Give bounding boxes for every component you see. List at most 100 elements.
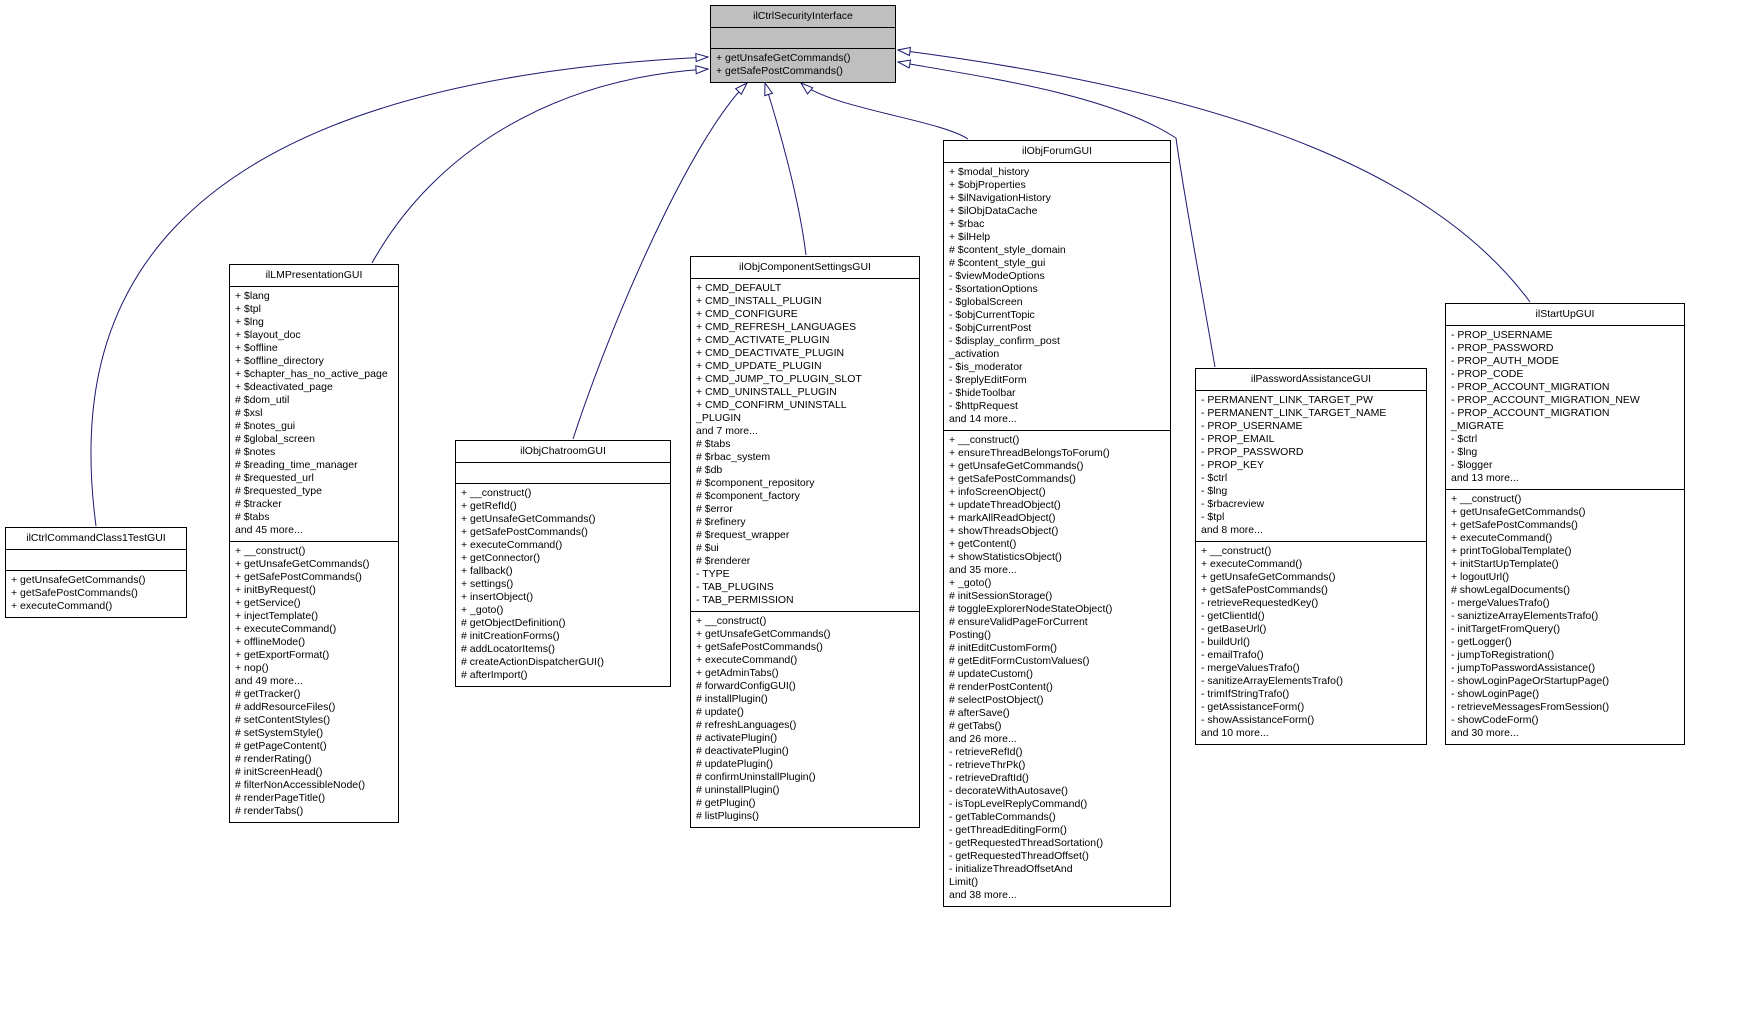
member-line: + CMD_UNINSTALL_PLUGIN <box>696 386 837 398</box>
member-line: # renderPageTitle() <box>235 792 326 804</box>
member-line: - $sortationOptions <box>949 283 1038 295</box>
member-line: + getUnsafeGetCommands() <box>716 52 851 64</box>
member-line: + markAllReadObject() <box>949 512 1056 524</box>
class-box-ilobjforumgui[interactable]: ilObjForumGUI + $modal_history+ $objProp… <box>943 140 1171 907</box>
member-line: - $rbacreview <box>1201 498 1265 510</box>
member-line: # $request_wrapper <box>696 529 790 541</box>
member-line: # activatePlugin() <box>696 732 778 744</box>
member-line: - trimIfStringTrafo() <box>1201 688 1290 700</box>
member-line: # $component_factory <box>696 490 800 502</box>
class-box-illmpresentationgui[interactable]: ilLMPresentationGUI + $lang+ $tpl+ $lng+… <box>229 264 399 823</box>
member-line: + CMD_JUMP_TO_PLUGIN_SLOT <box>696 373 862 385</box>
member-line: + $objProperties <box>949 179 1026 191</box>
member-line: # $content_style_gui <box>949 257 1046 269</box>
member-line: # $rbac_system <box>696 451 771 463</box>
class-methods: + __construct()+ executeCommand()+ getUn… <box>1196 542 1426 744</box>
class-title: ilObjChatroomGUI <box>456 441 670 463</box>
member-line: + CMD_ACTIVATE_PLUGIN <box>696 334 830 346</box>
member-line: - getRequestedThreadSortation() <box>949 837 1104 849</box>
member-line: + printToGlobalTemplate() <box>1451 545 1572 557</box>
member-line: + getSafePostCommands() <box>235 571 362 583</box>
class-title: ilCtrlSecurityInterface <box>711 6 895 28</box>
member-line: + getExportFormat() <box>235 649 330 661</box>
member-line: + __construct() <box>696 615 767 627</box>
member-line: # initScreenHead() <box>235 766 323 778</box>
member-line: + getContent() <box>949 538 1017 550</box>
member-line: + __construct() <box>1201 545 1272 557</box>
member-line: - $logger <box>1451 459 1493 471</box>
member-line: - $viewModeOptions <box>949 270 1045 282</box>
member-line: + getSafePostCommands() <box>716 65 843 77</box>
member-line: + $lang <box>235 290 270 302</box>
member-line: - getLogger() <box>1451 636 1512 648</box>
member-line: - PROP_ACCOUNT_MIGRATION <box>1451 407 1610 419</box>
class-methods: + getUnsafeGetCommands()+ getSafePostCom… <box>711 49 895 82</box>
member-line: + __construct() <box>1451 493 1522 505</box>
class-box-ilpasswordassistancegui[interactable]: ilPasswordAssistanceGUI - PERMANENT_LINK… <box>1195 368 1427 745</box>
member-line: # afterSave() <box>949 707 1010 719</box>
member-line: # initEditCustomForm() <box>949 642 1057 654</box>
member-line: # $requested_type <box>235 485 322 497</box>
class-box-ilobjchatroomgui[interactable]: ilObjChatroomGUI + __construct()+ getRef… <box>455 440 671 687</box>
member-line: - retrieveDraftId() <box>949 772 1029 784</box>
member-line: - getRequestedThreadOffset() <box>949 850 1089 862</box>
member-line: # $error <box>696 503 733 515</box>
member-line: - showLoginPage() <box>1451 688 1540 700</box>
member-line: and 49 more... <box>235 675 303 687</box>
member-line: - TAB_PERMISSION <box>696 594 794 606</box>
member-line: # $xsl <box>235 407 263 419</box>
member-line: - decorateWithAutosave() <box>949 785 1069 797</box>
member-line: # $notes <box>235 446 276 458</box>
member-line: + showStatisticsObject() <box>949 551 1062 563</box>
member-line: # renderPostContent() <box>949 681 1053 693</box>
member-line: # update() <box>696 706 744 718</box>
member-line: and 35 more... <box>949 564 1017 576</box>
member-line: - getThreadEditingForm() <box>949 824 1067 836</box>
member-line: and 30 more... <box>1451 727 1519 739</box>
member-line: # $requested_url <box>235 472 314 484</box>
class-title: ilCtrlCommandClass1TestGUI <box>6 528 186 550</box>
member-line: + executeCommand() <box>1451 532 1553 544</box>
member-line: - emailTrafo() <box>1201 649 1264 661</box>
member-line: - showCodeForm() <box>1451 714 1539 726</box>
member-line: + $modal_history <box>949 166 1030 178</box>
member-line: + executeCommand() <box>11 600 113 612</box>
class-box-ilctrlcommandclass1testgui[interactable]: ilCtrlCommandClass1TestGUI + getUnsafeGe… <box>5 527 187 618</box>
class-box-ilobjcomponentsettingsgui[interactable]: ilObjComponentSettingsGUI + CMD_DEFAULT +… <box>690 256 920 828</box>
member-line: # getPageContent() <box>235 740 327 752</box>
member-line: + $layout_doc <box>235 329 301 341</box>
member-line: # getTabs() <box>949 720 1002 732</box>
edge-chatroom-to-interface <box>572 83 747 440</box>
member-line: + getUnsafeGetCommands() <box>949 460 1084 472</box>
member-line: and 8 more... <box>1201 524 1263 536</box>
member-line: + getUnsafeGetCommands() <box>1201 571 1336 583</box>
member-line: - $objCurrentTopic <box>949 309 1035 321</box>
edge-lmpresentation-to-interface <box>371 69 708 264</box>
member-line: + $offline_directory <box>235 355 324 367</box>
class-title: ilObjComponentSettingsGUI <box>691 257 919 279</box>
member-line: + CMD_DEACTIVATE_PLUGIN <box>696 347 845 359</box>
member-line: - getBaseUrl() <box>1201 623 1267 635</box>
member-line: - PROP_PASSWORD <box>1451 342 1554 354</box>
class-attributes: - PERMANENT_LINK_TARGET_PW- PERMANENT_LI… <box>1196 391 1426 542</box>
class-attributes <box>6 550 186 571</box>
member-line: # getPlugin() <box>696 797 756 809</box>
member-line: - PROP_PASSWORD <box>1201 446 1304 458</box>
member-line: + CMD_DEFAULT <box>696 282 782 294</box>
class-box-ilstartupgui[interactable]: ilStartUpGUI - PROP_USERNAME- PROP_PASSW… <box>1445 303 1685 745</box>
member-line: - PROP_ACCOUNT_MIGRATION <box>1451 381 1610 393</box>
member-line: # getObjectDefinition() <box>461 617 566 629</box>
member-line: # listPlugins() <box>696 810 760 822</box>
member-line: # deactivatePlugin() <box>696 745 789 757</box>
class-attributes: - PROP_USERNAME- PROP_PASSWORD- PROP_AUT… <box>1446 326 1684 490</box>
member-line: - PROP_ACCOUNT_MIGRATION_NEW <box>1451 394 1640 406</box>
member-line: - PROP_EMAIL <box>1201 433 1275 445</box>
member-line: # initSessionStorage() <box>949 590 1053 602</box>
member-line: # initCreationForms() <box>461 630 560 642</box>
member-line: + __construct() <box>461 487 532 499</box>
member-line: + insertObject() <box>461 591 534 603</box>
member-line: # getEditFormCustomValues() <box>949 655 1090 667</box>
class-box-ilctrlsecurityinterface[interactable]: ilCtrlSecurityInterface + getUnsafeGetCo… <box>710 5 896 83</box>
